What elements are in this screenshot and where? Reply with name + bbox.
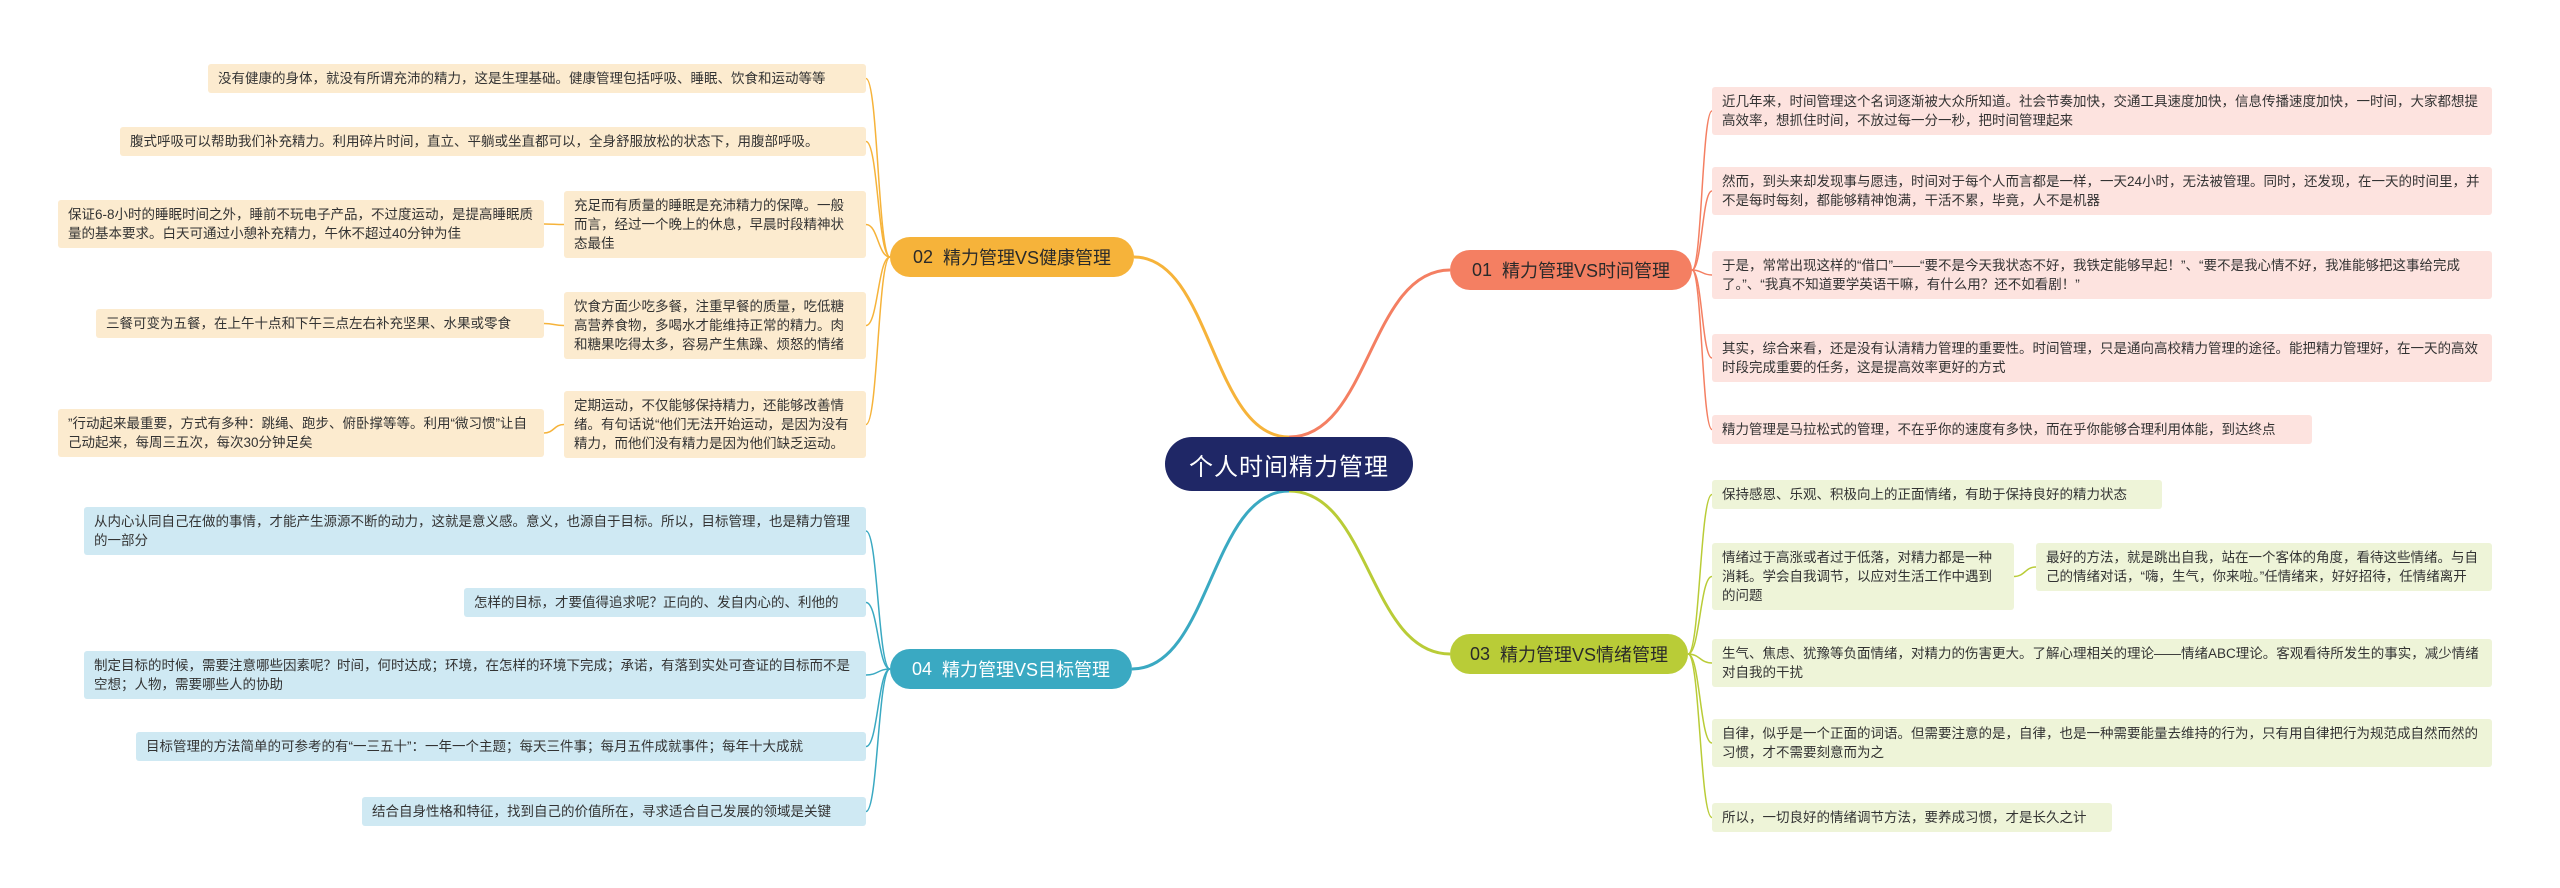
link-root-01 (1288, 268, 1451, 439)
leaf-02-outer-2[interactable]: 腹式呼吸可以帮助我们补充精力。利用碎片时间，直立、平躺或坐直都可以，全身舒服放松… (120, 127, 866, 156)
branch-03-emotion[interactable]: 03 精力管理VS情绪管理 (1450, 634, 1688, 674)
link-02-inner-1 (865, 223, 891, 258)
branch-04-goal[interactable]: 04 精力管理VS目标管理 (890, 649, 1132, 689)
branch-01-time[interactable]: 01 精力管理VS时间管理 (1450, 250, 1692, 290)
leaf-02-inner-3[interactable]: 定期运动，不仅能够保持精力，还能够改善情绪。有句话说“他们无法开始运动，是因为没… (564, 391, 866, 458)
link-04-2 (865, 601, 891, 670)
leaf-04-2[interactable]: 怎样的目标，才要值得追求呢？正向的、发自内心的、利他的 (464, 588, 866, 617)
link-01-3 (1691, 269, 1713, 276)
link-01-1 (1691, 110, 1713, 271)
branch-02-health[interactable]: 02 精力管理VS健康管理 (890, 237, 1134, 277)
branch-04-label: 精力管理VS目标管理 (942, 660, 1111, 680)
link-04-1 (865, 530, 891, 670)
leaf-02-inner-1[interactable]: 充足而有质量的睡眠是充沛精力的保障。一般而言，经过一个晚上的休息，早晨时段精神状… (564, 191, 866, 258)
link-root-04 (1131, 489, 1290, 671)
link-02-inner-outer-3 (543, 423, 565, 434)
link-02-inner-outer-1 (543, 223, 565, 226)
link-root-02 (1133, 255, 1290, 439)
link-root-03 (1288, 489, 1451, 656)
leaf-01-1[interactable]: 近几年来，时间管理这个名词逐渐被大众所知道。社会节奏加快，交通工具速度加快，信息… (1712, 87, 2492, 135)
leaf-03-5[interactable]: 所以，一切良好的情绪调节方法，要养成习惯，才是长久之计 (1712, 803, 2112, 832)
link-03-sub (2013, 566, 2037, 578)
link-01-2 (1691, 190, 1713, 271)
link-03-1 (1687, 493, 1713, 655)
link-04-4 (865, 668, 891, 748)
link-02-inner-2 (865, 256, 891, 327)
branch-03-number: 03 (1469, 643, 1490, 664)
link-02-outer-1 (865, 77, 891, 258)
branch-03-label: 精力管理VS情绪管理 (1500, 645, 1669, 665)
link-03-3 (1687, 653, 1713, 664)
leaf-03-sub[interactable]: 最好的方法，就是跳出自我，站在一个客体的角度，看待这些情绪。与自己的情绪对话，“… (2036, 543, 2492, 591)
branch-01-label: 精力管理VS时间管理 (1502, 261, 1671, 281)
leaf-01-2[interactable]: 然而，到头来却发现事与愿违，时间对于每个人而言都是一样，一天24小时，无法被管理… (1712, 167, 2492, 215)
branch-04-number: 04 (911, 658, 932, 679)
link-03-4 (1687, 653, 1713, 744)
branch-02-label: 精力管理VS健康管理 (943, 248, 1112, 268)
leaf-01-4[interactable]: 其实，综合来看，还是没有认清精力管理的重要性。时间管理，只是通向高校精力管理的途… (1712, 334, 2492, 382)
link-02-inner-outer-2 (543, 322, 565, 327)
link-04-3 (865, 668, 891, 676)
leaf-04-5[interactable]: 结合自身性格和特征，找到自己的价值所在，寻求适合自己发展的领域是关键 (362, 797, 866, 826)
link-01-5 (1691, 269, 1713, 431)
branch-02-number: 02 (912, 246, 933, 267)
leaf-03-4[interactable]: 自律，似乎是一个正面的词语。但需要注意的是，自律，也是一种需要能量去维持的行为，… (1712, 719, 2492, 767)
leaf-02-outer-5[interactable]: ”行动起来最重要，方式有多种：跳绳、跑步、俯卧撑等等。利用“微习惯”让自己动起来… (58, 409, 544, 457)
leaf-01-3[interactable]: 于是，常常出现这样的“借口”——“要不是今天我状态不好，我铁定能够早起！”、“要… (1712, 251, 2492, 299)
leaf-03-1[interactable]: 保持感恩、乐观、积极向上的正面情绪，有助于保持良好的精力状态 (1712, 480, 2162, 509)
leaf-02-inner-2[interactable]: 饮食方面少吃多餐，注重早餐的质量，吃低糖高营养食物，多喝水才能维持正常的精力。肉… (564, 292, 866, 359)
leaf-04-4[interactable]: 目标管理的方法简单的可参考的有“一三五十”：一年一个主题；每天三件事；每月五件成… (136, 732, 866, 761)
link-03-2 (1687, 575, 1713, 655)
link-02-outer-2 (865, 140, 891, 258)
link-04-5 (865, 668, 891, 813)
leaf-04-3[interactable]: 制定目标的时候，需要注意哪些因素呢？时间，何时达成；环境，在怎样的环境下完成；承… (84, 651, 866, 699)
leaf-02-outer-1[interactable]: 没有健康的身体，就没有所谓充沛的精力，这是生理基础。健康管理包括呼吸、睡眠、饮食… (208, 64, 866, 93)
leaf-03-2[interactable]: 情绪过于高涨或者过于低落，对精力都是一种消耗。学会自我调节，以应对生活工作中遇到… (1712, 543, 2014, 610)
link-03-5 (1687, 653, 1713, 819)
link-02-inner-3 (865, 256, 891, 426)
root-topic[interactable]: 个人时间精力管理 (1165, 437, 1413, 491)
root-title: 个人时间精力管理 (1189, 453, 1389, 481)
leaf-01-5[interactable]: 精力管理是马拉松式的管理，不在乎你的速度有多快，而在乎你能够合理利用体能，到达终… (1712, 415, 2312, 444)
leaf-04-1[interactable]: 从内心认同自己在做的事情，才能产生源源不断的动力，这就是意义感。意义，也源自于目… (84, 507, 866, 555)
branch-01-number: 01 (1471, 259, 1492, 280)
leaf-02-outer-4[interactable]: 三餐可变为五餐，在上午十点和下午三点左右补充坚果、水果或零食 (96, 309, 544, 338)
leaf-02-outer-3[interactable]: 保证6-8小时的睡眠时间之外，睡前不玩电子产品，不过度运动，是提高睡眠质量的基本… (58, 200, 544, 248)
leaf-03-3[interactable]: 生气、焦虑、犹豫等负面情绪，对精力的伤害更大。了解心理相关的理论——情绪ABC理… (1712, 639, 2492, 687)
